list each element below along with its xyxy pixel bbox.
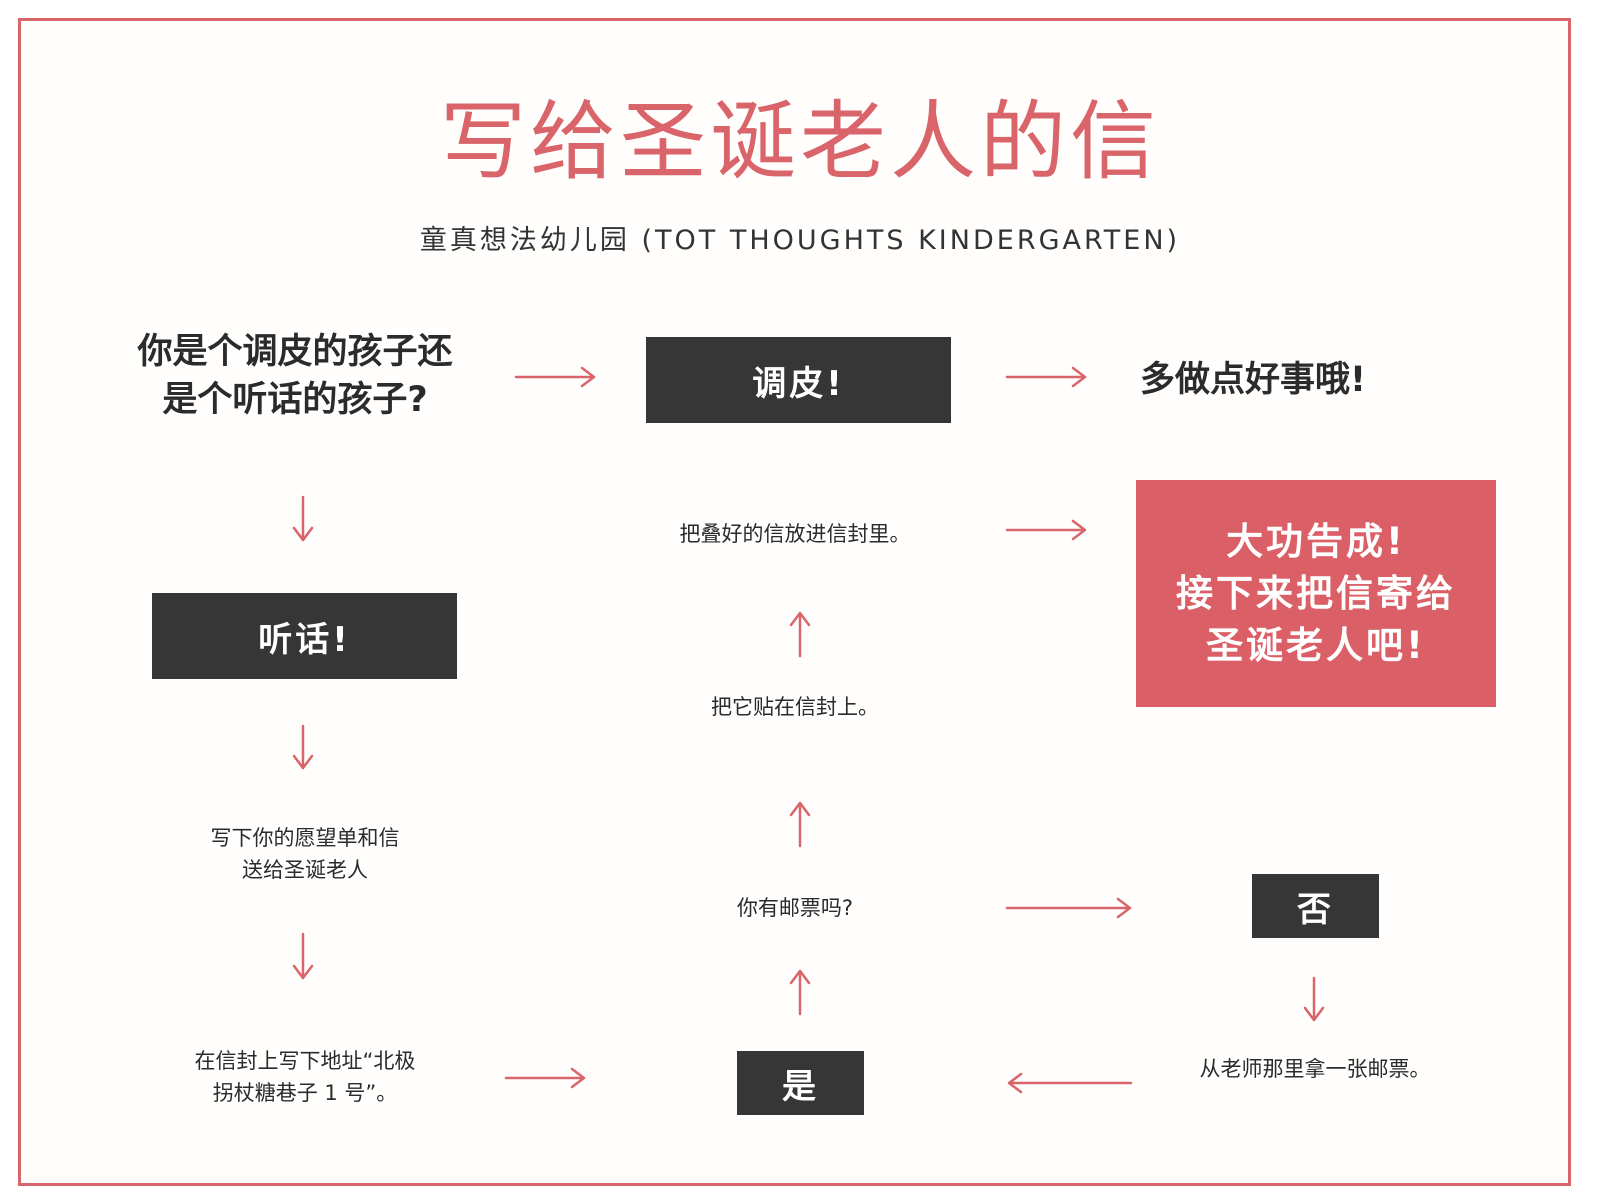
no-label: 否 <box>1297 889 1334 930</box>
arrow-no-to-get-stamp <box>1303 976 1325 1022</box>
write-address-node: 在信封上写下地址“北极 拐杖糖巷子 1 号”。 <box>194 1049 416 1105</box>
arrow-good-to-write-list <box>292 724 314 770</box>
yes-box: 是 <box>737 1051 864 1115</box>
question-node: 你是个调皮的孩子还 是个听话的孩子? <box>137 332 453 420</box>
good-label: 听话! <box>258 619 351 660</box>
write-list-node: 写下你的愿望单和信 送给圣诞老人 <box>210 826 400 882</box>
arrow-have-stamp-to-stick <box>789 801 811 848</box>
yes-label: 是 <box>782 1066 819 1107</box>
done-box: 大功告成! 接下来把信寄给 圣诞老人吧! <box>1136 480 1496 707</box>
get-stamp-node: 从老师那里拿一张邮票。 <box>1199 1057 1431 1081</box>
naughty-label: 调皮! <box>752 363 845 404</box>
page-subtitle: 童真想法幼儿园 (TOT THOUGHTS KINDERGARTEN) <box>419 225 1181 256</box>
arrow-fold-to-done <box>1005 519 1087 541</box>
do-good-node: 多做点好事哦! <box>1140 360 1366 400</box>
good-box: 听话! <box>152 593 457 679</box>
arrow-address-to-yes <box>504 1067 586 1089</box>
arrow-write-list-to-address <box>292 932 314 980</box>
arrow-have-stamp-to-no <box>1005 897 1132 919</box>
arrow-question-to-good <box>292 495 314 542</box>
arrow-stick-to-fold <box>789 611 811 658</box>
have-stamp-node: 你有邮票吗? <box>736 896 854 920</box>
naughty-box: 调皮! <box>646 337 951 423</box>
arrow-naughty-to-do-good <box>1005 366 1087 388</box>
arrow-get-stamp-to-yes <box>1007 1072 1133 1094</box>
arrow-yes-to-have-stamp <box>789 969 811 1016</box>
fold-letter-node: 把叠好的信放进信封里。 <box>679 522 911 546</box>
no-box: 否 <box>1252 874 1379 938</box>
page-title: 写给圣诞老人的信 <box>440 92 1160 192</box>
arrow-question-to-naughty <box>514 366 596 388</box>
done-label: 大功告成! 接下来把信寄给 圣诞老人吧! <box>1176 519 1456 667</box>
stick-stamp-node: 把它贴在信封上。 <box>711 695 879 719</box>
